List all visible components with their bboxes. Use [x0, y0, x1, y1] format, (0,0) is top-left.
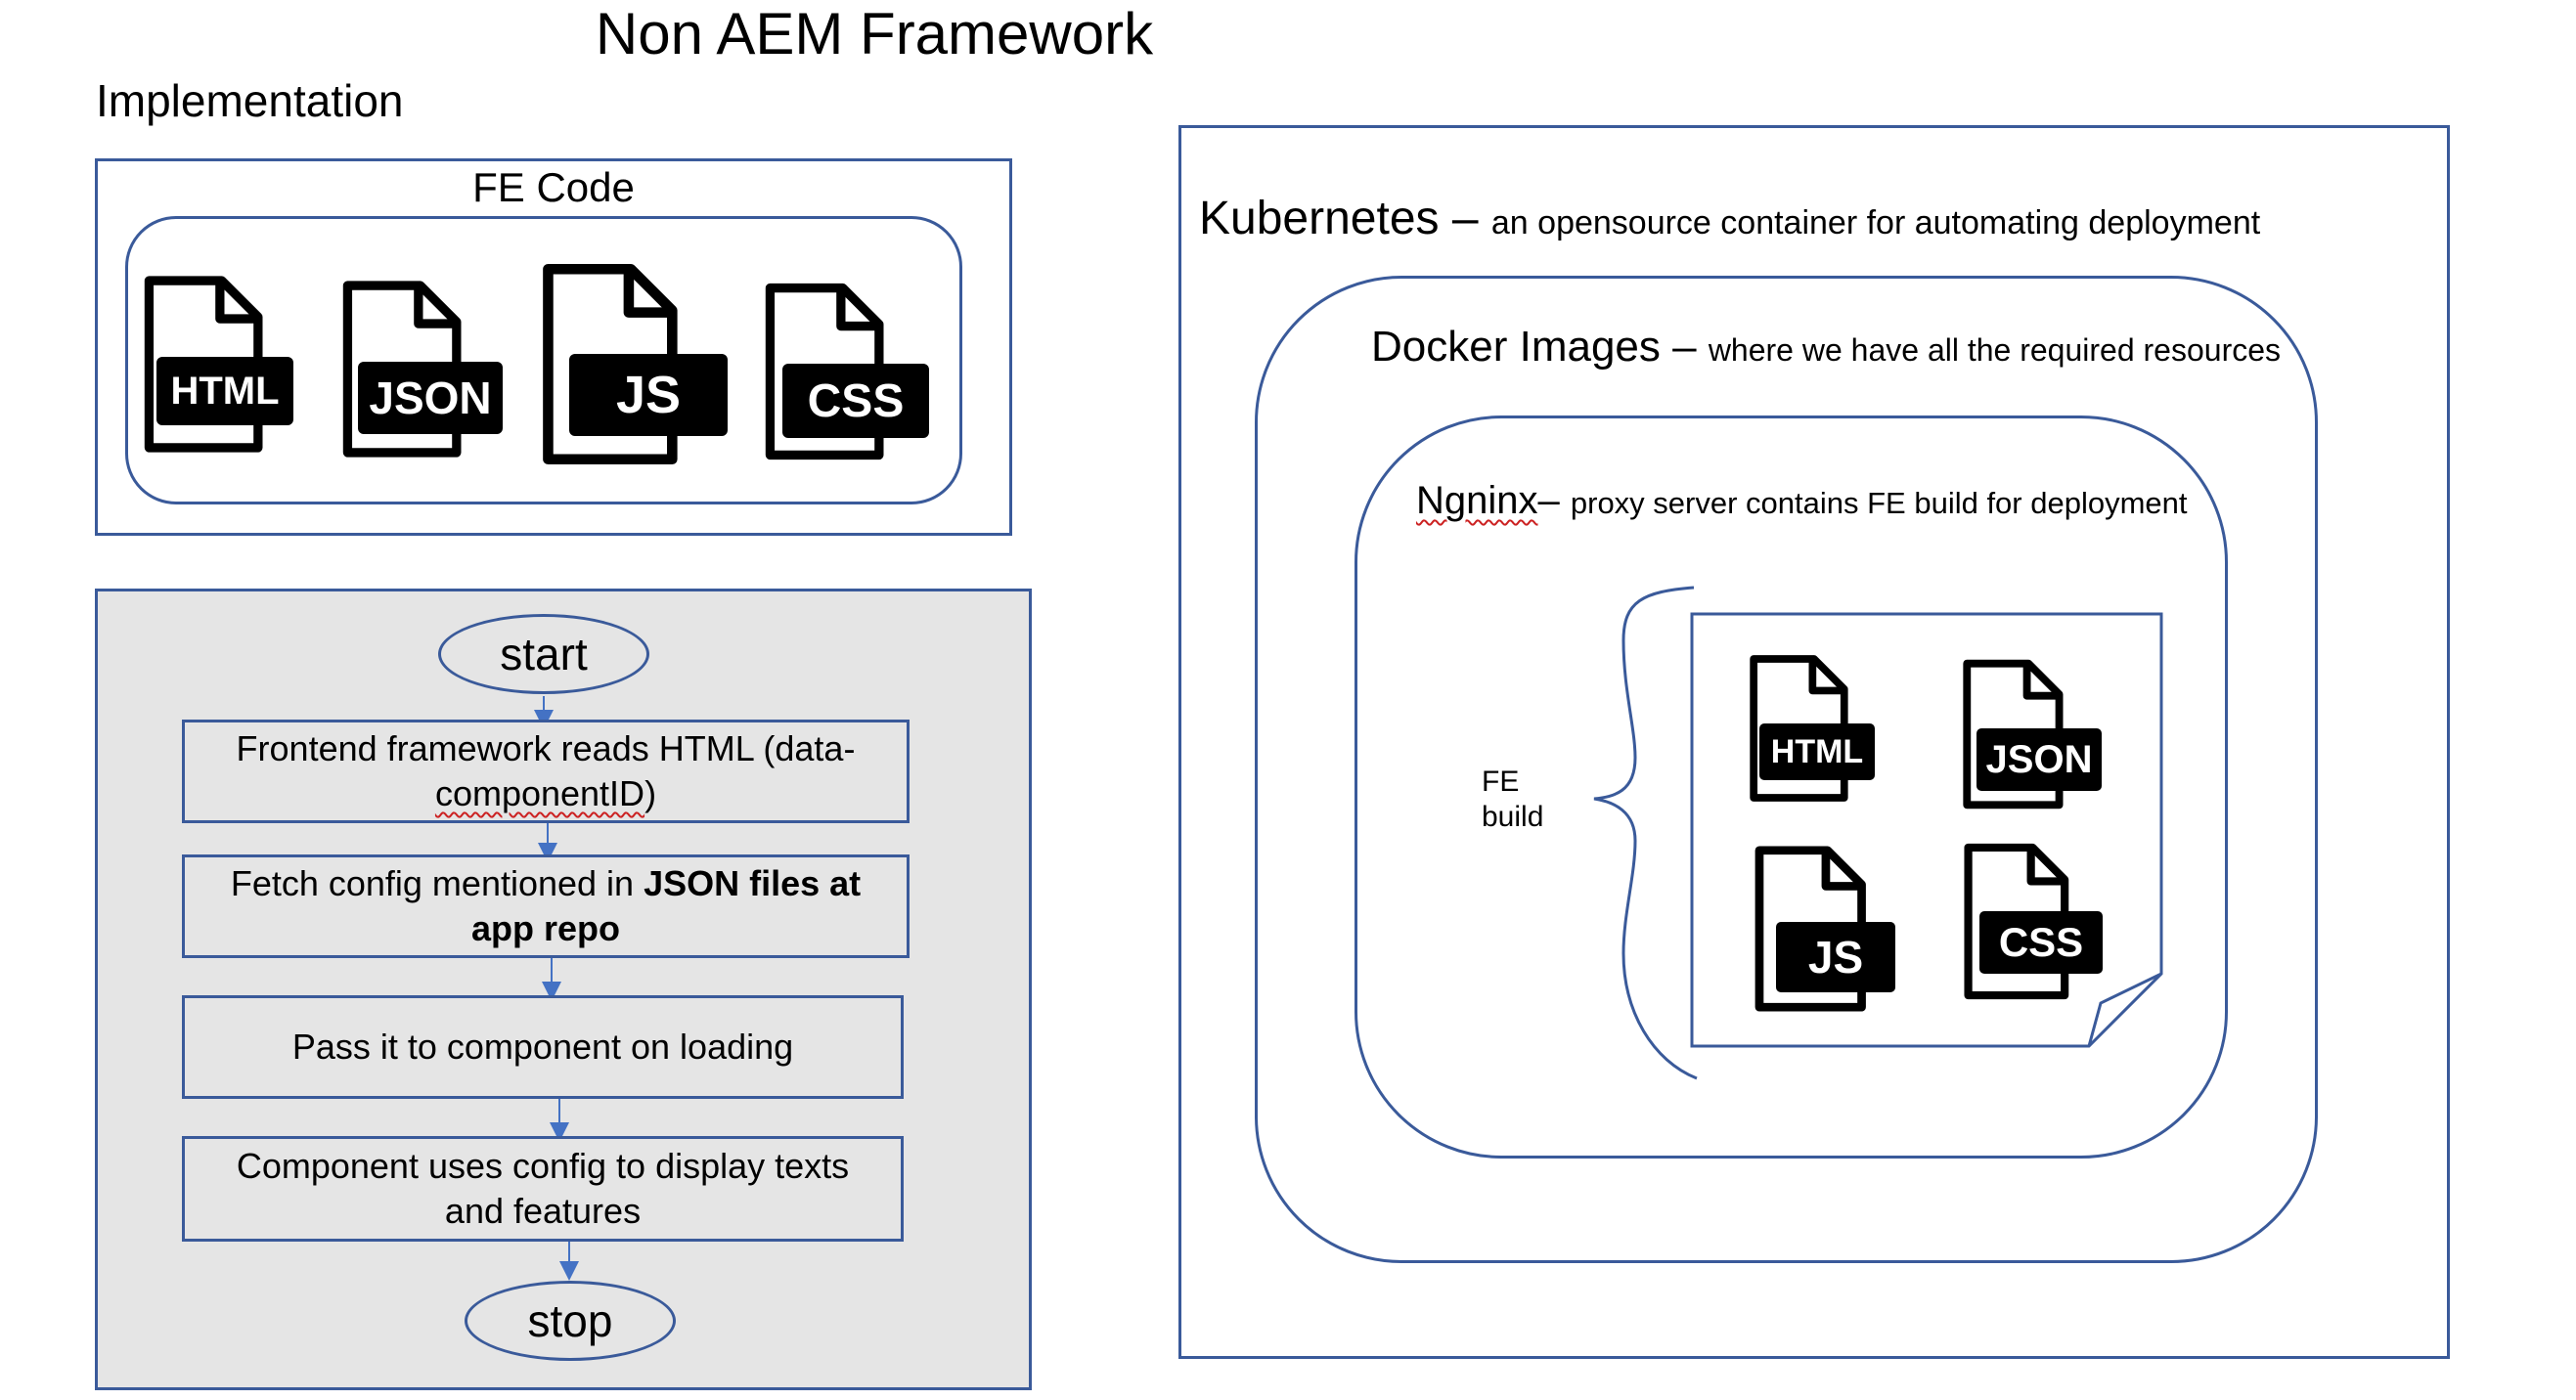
- file-badge: HTML: [156, 357, 293, 425]
- step-display: Component uses config to display texts a…: [182, 1136, 904, 1242]
- html-file-icon: HTML: [142, 264, 293, 464]
- fe-code-box: [95, 158, 1012, 536]
- file-badge: JS: [1776, 922, 1895, 992]
- implementation-label: Implementation: [96, 75, 404, 126]
- nginx-label: Ngninx– proxy server contains FE build f…: [1416, 479, 2188, 522]
- spellcheck-word: Ngninx: [1416, 479, 1538, 522]
- step-fetch-config: Fetch config mentioned in JSON files at …: [182, 854, 910, 958]
- start-node: start: [438, 614, 649, 694]
- js-file-icon: JS: [1753, 836, 1899, 1022]
- stop-node: stop: [465, 1281, 676, 1361]
- fe-build-label: FE build: [1482, 766, 1544, 833]
- docker-images-label: Docker Images – where we have all the re…: [1371, 323, 2282, 371]
- fe-code-label: FE Code: [472, 164, 635, 210]
- spellcheck-word: componentID: [434, 773, 645, 813]
- page-title: Non AEM Framework: [595, 1, 1154, 66]
- kubernetes-label: Kubernetes – an opensource container for…: [1199, 193, 2261, 244]
- brace-icon: [1593, 586, 1698, 1080]
- file-badge: JSON: [358, 362, 503, 434]
- kubernetes-box: [1178, 125, 2450, 1359]
- fe-code-files-container: [125, 216, 962, 504]
- file-badge: JS: [569, 354, 728, 436]
- docker-images-box: [1255, 276, 2318, 1263]
- step-pass-to-component: Pass it to component on loading: [182, 995, 904, 1099]
- step-text: Fetch config mentioned in JSON files at …: [230, 863, 862, 948]
- css-file-icon: CSS: [763, 274, 929, 469]
- json-file-icon: JSON: [340, 269, 511, 469]
- file-badge: CSS: [782, 364, 929, 438]
- file-badge: CSS: [1979, 911, 2103, 974]
- step-text: Frontend framework reads HTML (data-comp…: [236, 728, 856, 813]
- html-file-icon: HTML: [1748, 645, 1875, 811]
- css-file-icon: CSS: [1962, 841, 2109, 1002]
- nginx-box: [1355, 416, 2228, 1159]
- step-read-html: Frontend framework reads HTML (data-comp…: [182, 720, 910, 823]
- file-badge: HTML: [1759, 723, 1875, 780]
- json-file-icon: JSON: [1961, 650, 2108, 818]
- file-badge: JSON: [1976, 728, 2102, 791]
- js-file-icon: JS: [540, 259, 731, 469]
